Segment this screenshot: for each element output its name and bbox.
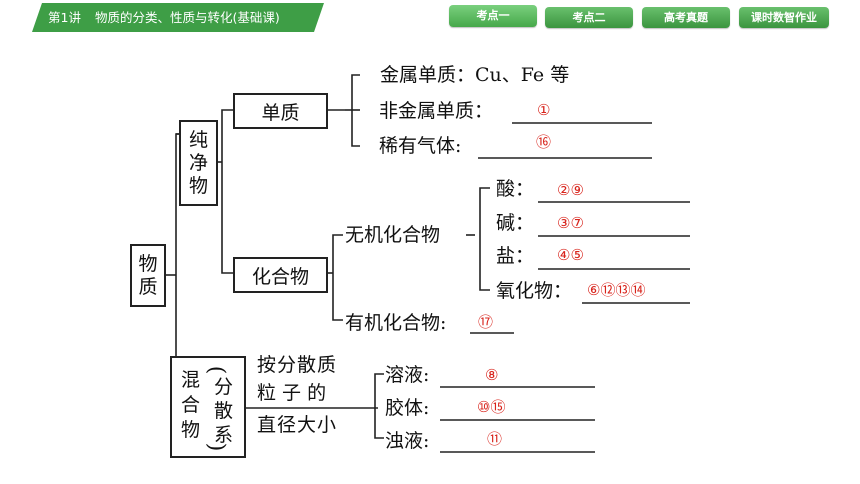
nav-button-topic-1[interactable]: 考点一: [449, 5, 537, 27]
answer-suspension: ⑪: [487, 430, 503, 448]
mixture-text: 混 合 物: [181, 368, 200, 443]
inorganic-compound-label: 无机化合物: [345, 224, 441, 246]
lecture-name: 物质的分类、性质与转化(基础课): [94, 10, 280, 25]
answer-colloid: ⑩⑮: [477, 398, 506, 416]
nav-button-topic-2[interactable]: 考点二: [545, 7, 633, 28]
answer-acid: ②⑨: [557, 181, 584, 199]
element-box: 单质: [233, 93, 328, 129]
mixture-char-2: 合: [181, 394, 201, 416]
metal-element-label: 金属单质：Cu、Fe 等: [380, 64, 570, 86]
dispersion-paren-open: (: [203, 365, 229, 375]
base-label: 碱：: [496, 212, 535, 234]
organic-compound-label: 有机化合物:: [345, 312, 447, 334]
dispersion-char-3: 系: [214, 424, 234, 446]
answer-noble-gas: ⑯: [536, 133, 552, 151]
root-char-1: 物: [138, 252, 158, 275]
criterion-line-1: 按分散质: [257, 354, 338, 376]
acid-label: 酸：: [496, 178, 535, 200]
dispersion-char-2: 散: [214, 400, 234, 422]
nav-button-exam-questions[interactable]: 高考真题: [642, 7, 730, 28]
nonmetal-element-label: 非金属单质：: [379, 100, 494, 122]
dispersion-note: 分 散 系: [214, 375, 233, 447]
criterion-line-3: 直径大小: [257, 414, 338, 436]
suspension-label: 浊液:: [385, 430, 430, 452]
salt-label: 盐：: [496, 245, 535, 267]
answer-base: ③⑦: [557, 214, 584, 232]
pure-char-1: 纯: [188, 128, 208, 151]
root-box-substance: 物 质: [130, 244, 166, 307]
pure-char-3: 物: [188, 174, 208, 197]
pure-substance-box: 纯 净 物: [179, 120, 218, 206]
pure-char-2: 净: [188, 151, 208, 174]
answer-organic: ⑰: [478, 313, 494, 331]
lecture-title: 第1讲物质的分类、性质与转化(基础课): [48, 4, 280, 32]
mixture-char-1: 混: [181, 369, 201, 391]
answer-salt: ④⑤: [557, 246, 584, 264]
answer-nonmetal: ①: [537, 101, 551, 119]
dispersion-paren-close: ): [203, 442, 229, 452]
top-bar: 第1讲物质的分类、性质与转化(基础课) 考点一 考点二 高考真题 课时数智作业: [0, 0, 860, 34]
criterion-line-2: 粒 子 的: [257, 382, 327, 404]
oxide-label: 氧化物：: [496, 280, 573, 302]
compound-box: 化合物: [233, 257, 328, 293]
root-char-2: 质: [138, 275, 158, 298]
noble-gas-label: 稀有气体:: [379, 135, 462, 157]
answer-solution: ⑧: [485, 366, 499, 384]
solution-label: 溶液:: [385, 364, 430, 386]
mixture-box: 混 合 物 ( 分 散 系 ): [170, 356, 246, 458]
nav-button-homework[interactable]: 课时数智作业: [739, 7, 829, 28]
lecture-title-tab: [32, 3, 324, 32]
answer-oxide: ⑥⑫⑬⑭: [587, 281, 646, 299]
lecture-number: 第1讲: [48, 10, 81, 25]
mixture-char-3: 物: [181, 419, 201, 441]
colloid-label: 胶体:: [385, 397, 430, 419]
dispersion-char-1: 分: [214, 376, 234, 398]
